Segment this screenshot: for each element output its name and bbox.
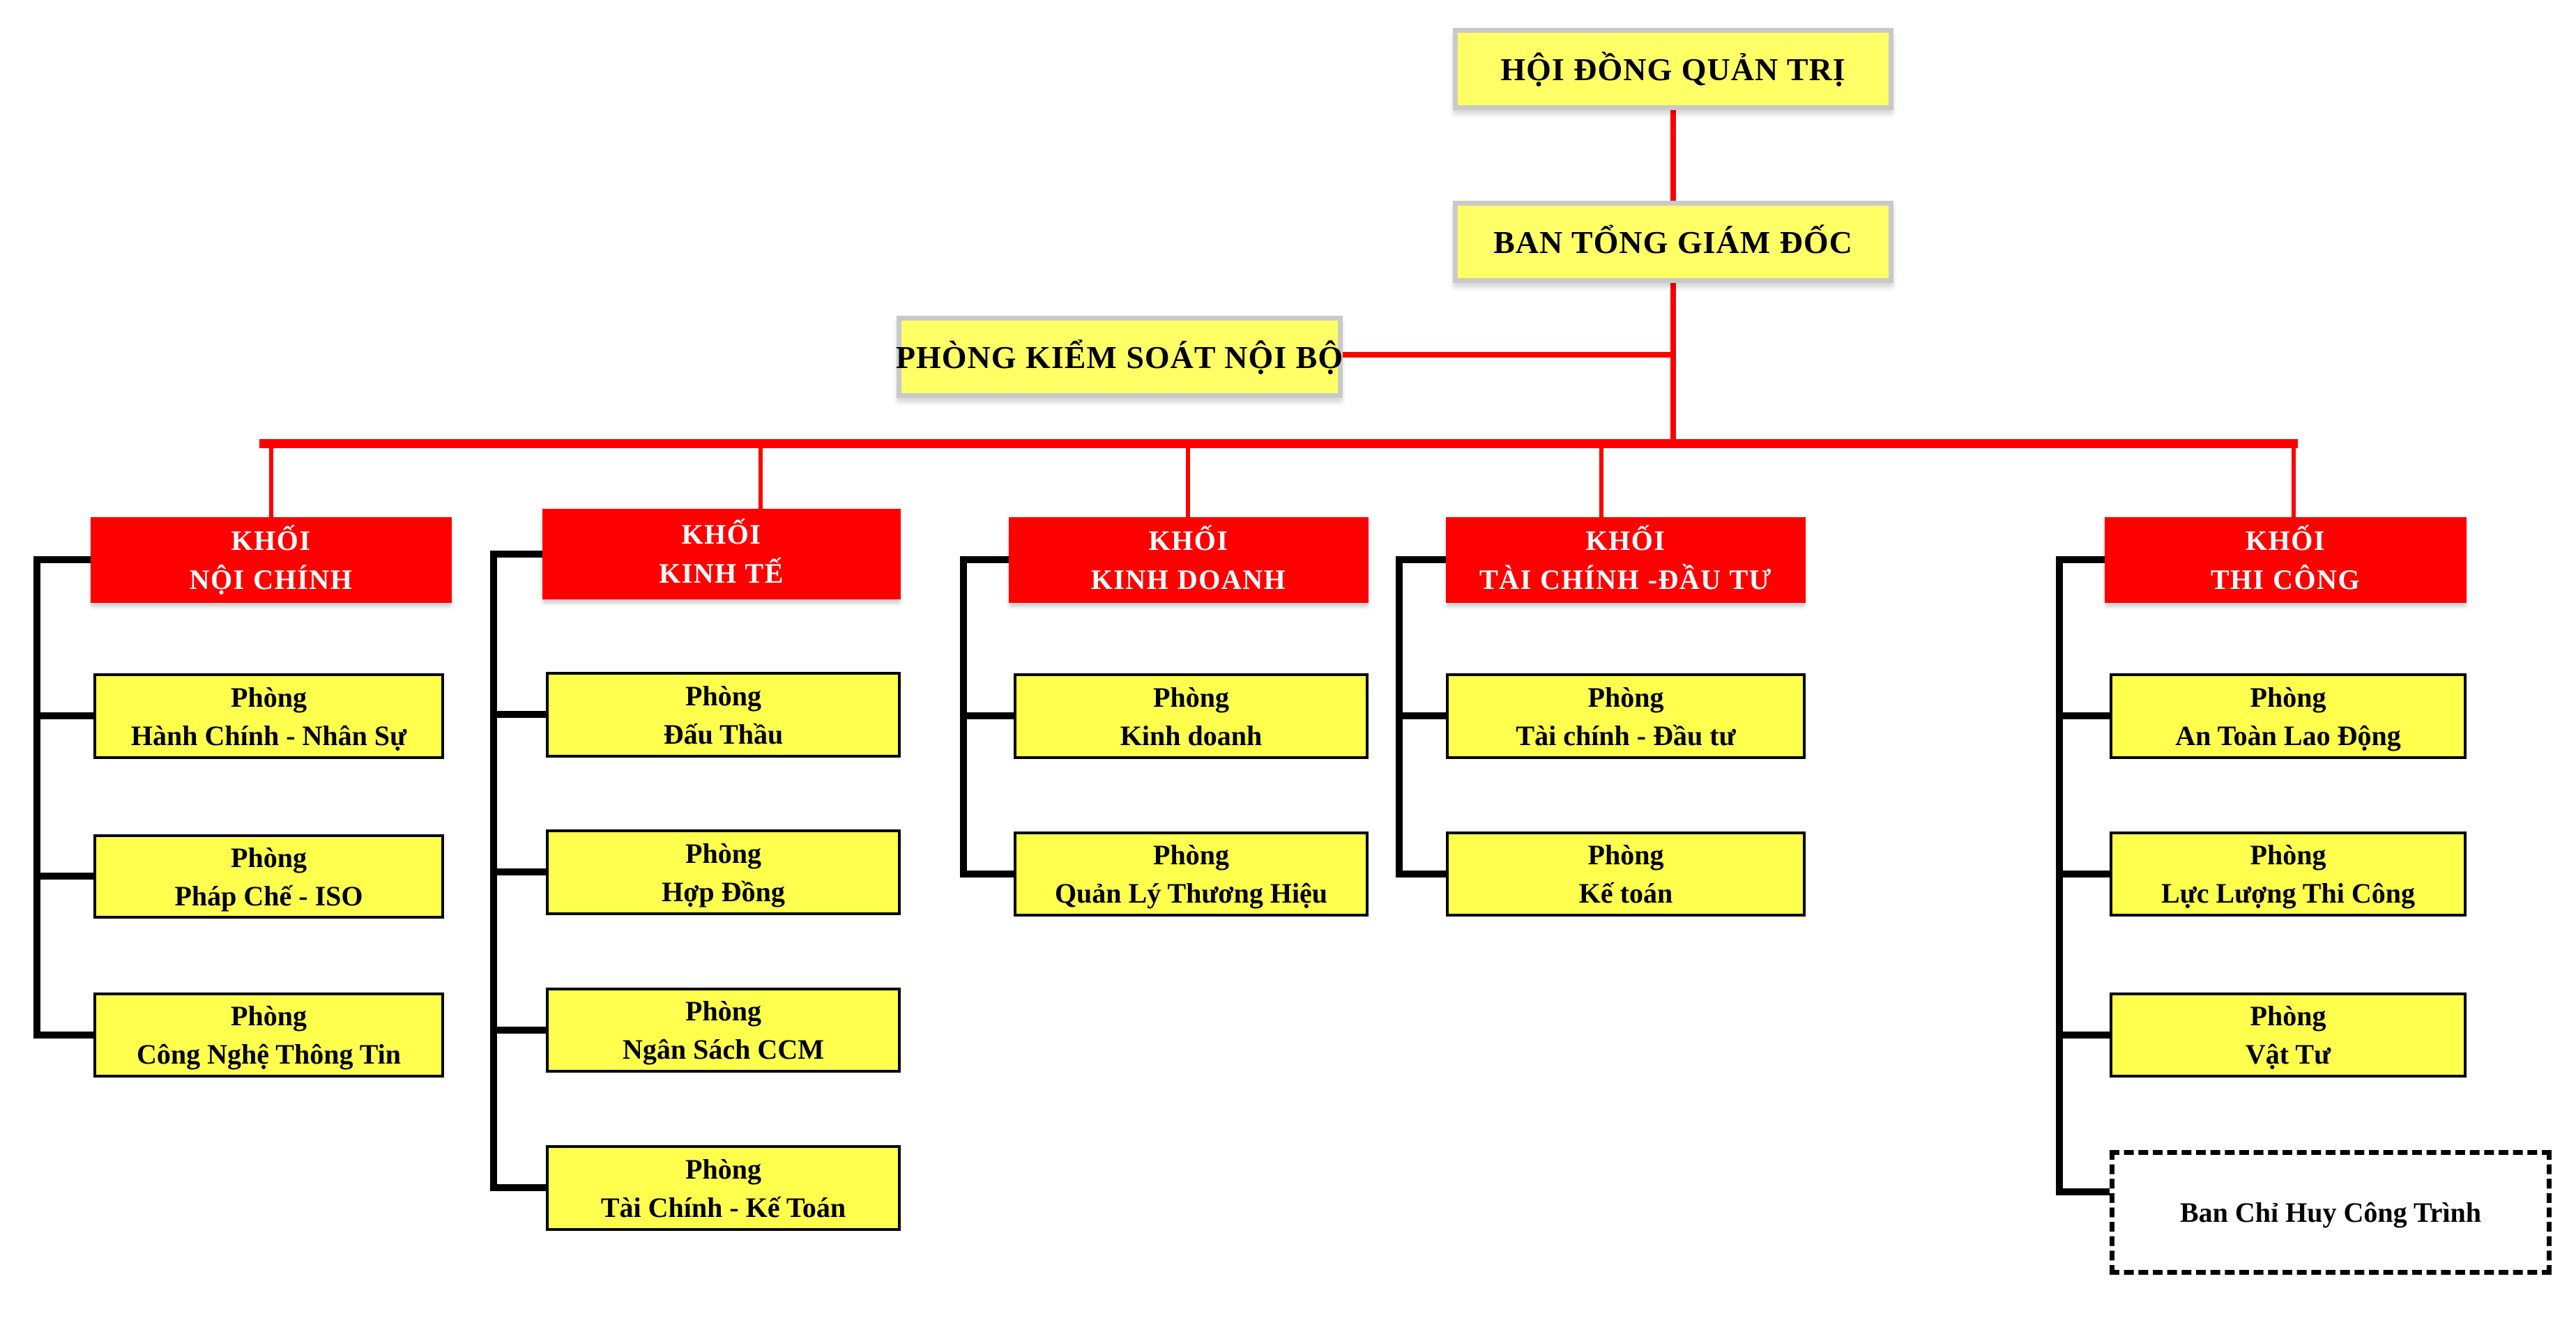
division-header-line1: KHỐI bbox=[2246, 524, 2326, 556]
connector-drop-division-5 bbox=[2292, 447, 2296, 517]
division-header-kinh-te: KHỐI KINH TẾ bbox=[542, 509, 901, 599]
stub-division-4-dept-2 bbox=[1396, 871, 1446, 878]
dept-line1: Phòng bbox=[2250, 839, 2326, 871]
internal-control-label: PHÒNG KIỂM SOÁT NỘI BỘ bbox=[895, 339, 1344, 375]
dept-an-toan-lao-dong: Phòng An Toàn Lao Động bbox=[2110, 673, 2467, 759]
general-directorate-box: BAN TỔNG GIÁM ĐỐC bbox=[1453, 201, 1893, 283]
dept-line2: Đấu Thầu bbox=[663, 718, 784, 750]
stub-division-5-site-command bbox=[2056, 1188, 2110, 1195]
dept-ke-toan: Phòng Kế toán bbox=[1446, 832, 1806, 917]
connector-drop-division-1 bbox=[269, 447, 273, 517]
dept-line1: Phòng bbox=[685, 995, 761, 1027]
stub-division-1-dept-3 bbox=[33, 1032, 93, 1039]
stub-division-4-dept-1 bbox=[1396, 712, 1446, 719]
stub-division-2-dept-1 bbox=[490, 711, 546, 718]
connector-board-directorate bbox=[1670, 110, 1676, 201]
stub-division-2-dept-3 bbox=[490, 1027, 546, 1034]
division-header-line2: TÀI CHÍNH -ĐẦU TƯ bbox=[1479, 563, 1772, 595]
dept-line1: Phòng bbox=[1587, 681, 1664, 713]
stub-division-3-dept-1 bbox=[960, 712, 1014, 719]
stub-division-5-dept-3 bbox=[2056, 1032, 2110, 1039]
stub-division-1-header bbox=[33, 556, 91, 563]
division-header-line1: KHỐI bbox=[1585, 524, 1666, 556]
stub-division-1-dept-1 bbox=[33, 712, 93, 719]
dept-line1: Phòng bbox=[231, 841, 307, 873]
division-header-line2: KINH TẾ bbox=[659, 558, 784, 589]
dept-line1: Phòng bbox=[1587, 839, 1664, 871]
dept-line2: Kế toán bbox=[1578, 878, 1673, 909]
board-of-directors-box: HỘI ĐỒNG QUẢN TRỊ bbox=[1453, 28, 1893, 110]
dept-line1: Phòng bbox=[231, 681, 307, 713]
dept-line1: Phòng bbox=[1153, 681, 1229, 713]
stub-division-3-dept-2 bbox=[960, 871, 1014, 878]
internal-control-box: PHÒNG KIỂM SOÁT NỘI BỘ bbox=[895, 316, 1344, 398]
division-header-tai-chinh-dau-tu: KHỐI TÀI CHÍNH -ĐẦU TƯ bbox=[1446, 517, 1806, 603]
trunk-division-1 bbox=[33, 556, 40, 1039]
dept-tai-chinh-ke-toan: Phòng Tài Chính - Kế Toán bbox=[546, 1145, 901, 1231]
stub-division-2-header bbox=[490, 551, 542, 558]
stub-division-5-dept-2 bbox=[2056, 871, 2110, 878]
connector-directorate-bar bbox=[1670, 283, 1676, 443]
dept-tai-chinh-dau-tu: Phòng Tài chính - Đầu tư bbox=[1446, 673, 1806, 759]
dept-line2: Lực Lượng Thi Công bbox=[2161, 878, 2415, 909]
dept-hanh-chinh-nhan-su: Phòng Hành Chính - Nhân Sự bbox=[93, 673, 444, 759]
connector-internal-control bbox=[1339, 352, 1676, 358]
stub-division-5-header bbox=[2056, 556, 2105, 563]
dept-line2: Tài Chính - Kế Toán bbox=[600, 1191, 846, 1223]
dept-line2: Ngân Sách CCM bbox=[623, 1034, 824, 1065]
division-header-noi-chinh: KHỐI NỘI CHÍNH bbox=[91, 517, 452, 603]
stub-division-2-dept-4 bbox=[490, 1184, 546, 1191]
board-of-directors-label: HỘI ĐỒNG QUẢN TRỊ bbox=[1500, 51, 1846, 87]
dept-line2: Hành Chính - Nhân Sự bbox=[130, 719, 407, 751]
connector-drop-division-4 bbox=[1599, 447, 1603, 517]
dept-line2: An Toàn Lao Động bbox=[2175, 719, 2401, 751]
dept-hop-dong: Phòng Hợp Đồng bbox=[546, 829, 901, 915]
connector-drop-division-2 bbox=[759, 447, 763, 509]
site-command-label: Ban Chỉ Huy Công Trình bbox=[2179, 1197, 2481, 1228]
dept-ngan-sach-ccm: Phòng Ngân Sách CCM bbox=[546, 988, 901, 1073]
dept-dau-thau: Phòng Đấu Thầu bbox=[546, 672, 901, 758]
stub-division-5-dept-1 bbox=[2056, 712, 2110, 719]
dept-line1: Phòng bbox=[1153, 839, 1229, 871]
connector-drop-division-3 bbox=[1186, 447, 1190, 517]
connector-distribution-bar bbox=[259, 439, 2298, 448]
dept-line2: Hợp Đồng bbox=[662, 875, 785, 907]
division-header-line1: KHỐI bbox=[681, 519, 762, 550]
dept-line1: Phòng bbox=[685, 837, 761, 869]
dept-line1: Phòng bbox=[685, 680, 761, 712]
division-header-line1: KHỐI bbox=[1148, 524, 1229, 556]
dept-line2: Vật Tư bbox=[2245, 1039, 2331, 1070]
division-header-line2: KINH DOANH bbox=[1090, 563, 1287, 595]
dept-quan-ly-thuong-hieu: Phòng Quản Lý Thương Hiệu bbox=[1014, 832, 1369, 917]
dept-phap-che-iso: Phòng Pháp Chế - ISO bbox=[93, 834, 444, 919]
stub-division-3-header bbox=[960, 556, 1009, 563]
dept-cong-nghe-thong-tin: Phòng Công Nghệ Thông Tin bbox=[93, 993, 444, 1078]
stub-division-1-dept-2 bbox=[33, 873, 93, 880]
division-header-line2: NỘI CHÍNH bbox=[189, 563, 353, 595]
dept-line1: Phòng bbox=[2250, 1000, 2326, 1032]
division-header-kinh-doanh: KHỐI KINH DOANH bbox=[1009, 517, 1369, 603]
dept-line2: Kinh doanh bbox=[1120, 719, 1263, 751]
dept-line1: Phòng bbox=[231, 1000, 307, 1032]
dept-line2: Công Nghệ Thông Tin bbox=[136, 1039, 402, 1070]
dept-vat-tu: Phòng Vật Tư bbox=[2110, 993, 2467, 1078]
dept-line2: Pháp Chế - ISO bbox=[174, 880, 363, 912]
stub-division-2-dept-2 bbox=[490, 868, 546, 875]
division-header-line1: KHỐI bbox=[231, 524, 312, 556]
dept-line2: Quản Lý Thương Hiệu bbox=[1054, 878, 1328, 909]
dept-line2: Tài chính - Đầu tư bbox=[1516, 719, 1736, 751]
stub-division-4-header bbox=[1396, 556, 1446, 563]
dept-line1: Phòng bbox=[2250, 681, 2326, 713]
dept-kinh-doanh: Phòng Kinh doanh bbox=[1014, 673, 1369, 759]
dept-line1: Phòng bbox=[685, 1153, 761, 1185]
division-header-thi-cong: KHỐI THI CÔNG bbox=[2105, 517, 2467, 603]
site-command-box: Ban Chỉ Huy Công Trình bbox=[2110, 1150, 2552, 1275]
general-directorate-label: BAN TỔNG GIÁM ĐỐC bbox=[1493, 224, 1853, 260]
division-header-line2: THI CÔNG bbox=[2210, 563, 2361, 595]
dept-luc-luong-thi-cong: Phòng Lực Lượng Thi Công bbox=[2110, 832, 2467, 917]
